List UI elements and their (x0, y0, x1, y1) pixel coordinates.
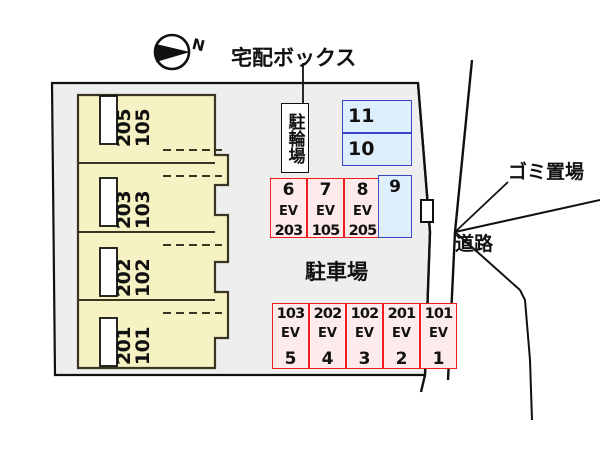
stall-number: 2 (395, 348, 408, 369)
unit-lower: 101 (132, 326, 154, 366)
stall-number: 11 (348, 105, 375, 127)
stall-number: 6 (282, 180, 295, 200)
stall-10[interactable]: 10 (342, 133, 412, 166)
stall-number: 9 (389, 177, 401, 197)
stall-ev-tag: EV (281, 325, 300, 341)
stall-unit: 105 (311, 223, 341, 238)
stall-unit: 202 (313, 306, 343, 322)
unit-lower: 105 (132, 108, 154, 148)
stall-3[interactable]: 102 EV 3 (346, 303, 383, 369)
balcony-202 (99, 247, 118, 297)
unit-lower: 103 (132, 190, 154, 230)
balcony-205 (99, 95, 118, 145)
delivery-box-label: 宅配ボックス (231, 46, 357, 70)
stall-number: 5 (284, 348, 297, 369)
bicycle-parking-label: 駐輪場 (284, 112, 305, 164)
stall-ev-tag: EV (429, 325, 448, 341)
stall-number: 8 (356, 180, 369, 200)
stall-8[interactable]: 8 EV 205 (344, 178, 381, 238)
stall-ev-tag: EV (355, 325, 374, 341)
gate-marker (420, 199, 434, 223)
unit-label-201-101: 201 101 (106, 318, 162, 374)
stall-number: 7 (319, 180, 332, 200)
stall-11[interactable]: 11 (342, 100, 412, 133)
unit-label-202-102: 202 102 (106, 250, 162, 306)
garbage-area-label: ゴミ置場 (508, 161, 585, 183)
road-label: 道路 (455, 233, 494, 255)
unit-lower: 102 (132, 258, 154, 298)
stall-ev-tag: EV (279, 204, 298, 219)
stall-4[interactable]: 202 EV 4 (309, 303, 346, 369)
stall-unit: 103 (276, 306, 306, 322)
stall-ev-tag: EV (316, 204, 335, 219)
stall-unit: 203 (274, 223, 304, 238)
stall-number: 3 (358, 348, 371, 369)
stall-ev-tag: EV (392, 325, 411, 341)
stall-unit: 101 (424, 306, 454, 322)
stall-ev-tag: EV (318, 325, 337, 341)
unit-label-205-105: 205 105 (106, 100, 162, 156)
stall-5[interactable]: 103 EV 5 (272, 303, 309, 369)
stall-7[interactable]: 7 EV 105 (307, 178, 344, 238)
balcony-203 (99, 177, 118, 227)
stall-9[interactable]: 9 (378, 175, 412, 238)
stall-ev-tag: EV (353, 204, 372, 219)
bicycle-parking-box: 駐輪場 (281, 103, 309, 173)
garbage-area-label-text: ゴミ置場 (508, 161, 585, 183)
parcel-line-upper (454, 199, 600, 233)
compass-rose (153, 33, 191, 71)
garbage-area-pointer (454, 181, 509, 233)
parcel-line-right-curve (519, 289, 533, 421)
stall-unit: 205 (348, 223, 378, 238)
stall-1[interactable]: 101 EV 1 (420, 303, 457, 369)
stall-unit: 102 (350, 306, 380, 322)
balcony-201 (99, 317, 118, 367)
stall-unit: 201 (387, 306, 417, 322)
unit-label-203-103: 203 103 (106, 182, 162, 238)
stall-2[interactable]: 201 EV 2 (383, 303, 420, 369)
stall-number: 1 (432, 348, 445, 369)
parcel-line-lower (454, 231, 521, 291)
stall-number: 10 (348, 138, 375, 160)
stall-6[interactable]: 6 EV 203 (270, 178, 307, 238)
stall-number: 4 (321, 348, 334, 369)
parking-lot-label: 駐車場 (305, 260, 368, 284)
